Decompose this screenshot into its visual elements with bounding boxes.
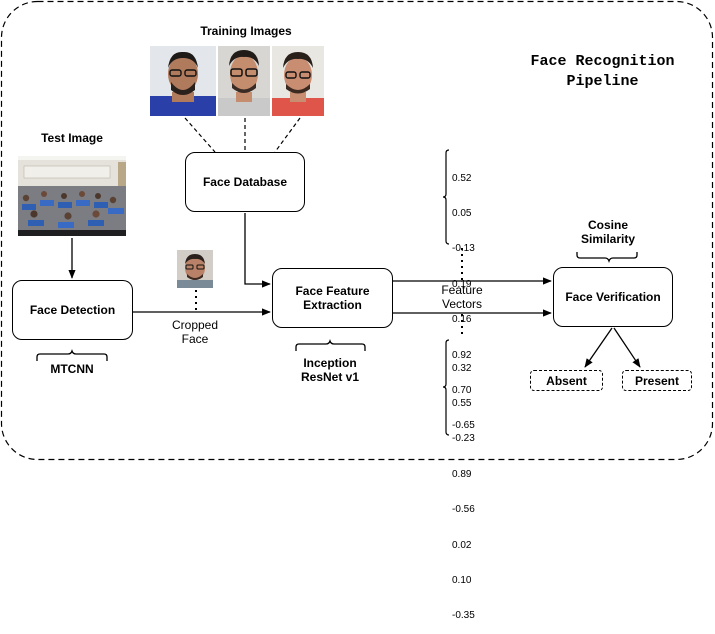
cropped-face-photo xyxy=(177,250,213,288)
brace-inception xyxy=(295,338,366,351)
training-images-label: Training Images xyxy=(200,24,292,38)
feature-vector-bottom: 0.32 0.55 -0.23 0.89 -0.56 0.02 0.10 -0.… xyxy=(452,339,475,634)
vector-value: 0.10 xyxy=(452,574,472,586)
vector-value: -0.65 xyxy=(452,420,475,432)
training-photo-3 xyxy=(272,46,324,116)
vector-value: 0.52 xyxy=(452,172,472,184)
vector-value: -0.35 xyxy=(452,610,475,622)
arrow-verification-to-absent xyxy=(584,327,613,368)
brace-mtcnn xyxy=(36,348,108,361)
absent-outcome: Absent xyxy=(530,370,603,391)
training-photo-1 xyxy=(150,46,216,116)
mtcnn-label: MTCNN xyxy=(50,362,94,376)
vector-value: -0.13 xyxy=(452,243,475,255)
vector-value: 0.32 xyxy=(452,362,472,374)
test-photo xyxy=(18,156,126,236)
brace-vector-bottom xyxy=(442,339,450,436)
brace-cosine xyxy=(576,252,638,264)
pipeline-diagram xyxy=(0,0,714,461)
training-photo-2 xyxy=(218,46,270,116)
test-image-label: Test Image xyxy=(41,131,103,145)
present-outcome: Present xyxy=(622,370,692,391)
face-detection-node: Face Detection xyxy=(12,280,133,340)
vector-value: -0.56 xyxy=(452,504,475,516)
vector-value: -0.23 xyxy=(452,433,475,445)
arrow-database-to-extraction xyxy=(244,213,271,288)
arrow-verification-to-present xyxy=(613,327,641,368)
vector-value: 0.55 xyxy=(452,397,472,409)
face-verification-node: Face Verification xyxy=(553,267,673,327)
feature-extraction-node: Face Feature Extraction xyxy=(272,268,393,328)
vector-value: 0.02 xyxy=(452,539,472,551)
feature-vector-top: 0.52 0.05 -0.13 0.19 0.16 0.92 0.70 -0.6… xyxy=(452,149,475,444)
feature-vectors-label: Feature Vectors xyxy=(426,283,498,311)
face-database-node: Face Database xyxy=(185,152,305,212)
inception-label: Inception ResNet v1 xyxy=(300,356,360,384)
vector-value: 0.05 xyxy=(452,207,472,219)
vector-value: 0.16 xyxy=(452,314,472,326)
cosine-similarity-label: Cosine Similarity xyxy=(580,218,636,246)
brace-vector-top xyxy=(442,149,450,245)
vector-value: 0.70 xyxy=(452,384,472,396)
diagram-title: Face Recognition Pipeline xyxy=(530,53,675,90)
link-training-3 xyxy=(274,117,301,153)
vector-value: 0.89 xyxy=(452,468,472,480)
cropped-face-label: Cropped Face xyxy=(171,318,219,346)
vector-value: 0.19 xyxy=(452,278,472,290)
link-training-1 xyxy=(184,117,216,153)
vector-value: 0.92 xyxy=(452,349,472,361)
